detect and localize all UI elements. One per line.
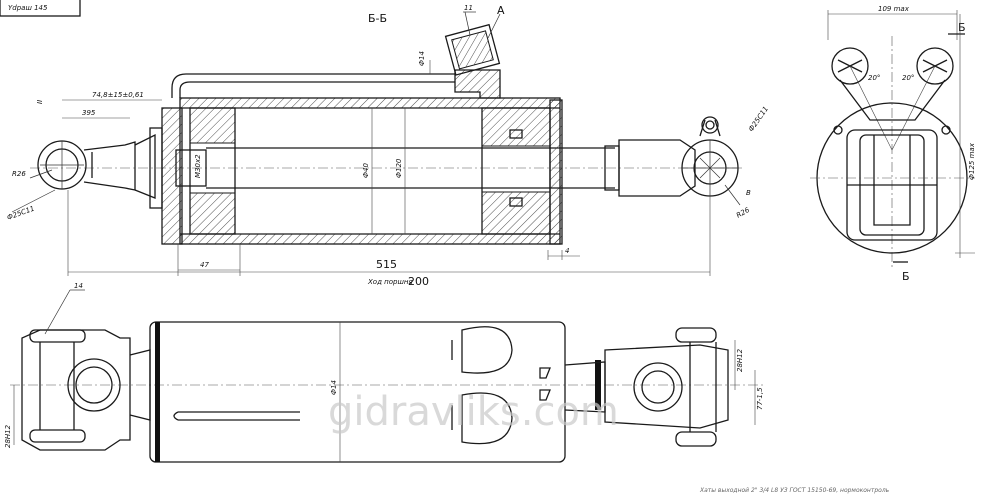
- svg-text:М30х2: М30х2: [194, 154, 202, 178]
- svg-text:77-1,5: 77-1,5: [756, 387, 764, 410]
- right-clevis: 28Н12 77-1,5: [604, 327, 764, 447]
- svg-text:14: 14: [74, 282, 83, 290]
- gland: [481, 99, 563, 245]
- port-fitting: 11 A: [444, 4, 505, 99]
- svg-text:395: 395: [82, 109, 96, 117]
- svg-text:II: II: [36, 100, 44, 104]
- stroke-value: 200: [408, 275, 429, 288]
- total-length: 515: [376, 258, 397, 271]
- section-mark-top: Б: [958, 21, 966, 34]
- svg-text:Ф120: Ф120: [395, 158, 403, 178]
- left-eye: [37, 133, 156, 199]
- svg-text:R26: R26: [12, 170, 26, 178]
- svg-text:Ф14: Ф14: [330, 380, 338, 395]
- oil-pipe: Ф14: [171, 51, 455, 98]
- rod-end: [604, 116, 739, 197]
- svg-text:28Н12: 28Н12: [4, 424, 12, 448]
- section-view: Б-Б: [6, 4, 770, 288]
- svg-text:74,8±15±0,61: 74,8±15±0,61: [92, 91, 144, 99]
- svg-text:20°: 20°: [902, 74, 914, 82]
- callout-A: A: [497, 4, 505, 17]
- svg-text:Ход поршня: Ход поршня: [367, 278, 413, 286]
- corner-stamp: Ydраш 145: [0, 0, 81, 17]
- section-mark-bottom: Б: [902, 270, 910, 283]
- svg-text:28Н12: 28Н12: [736, 348, 744, 372]
- svg-text:Ф14: Ф14: [418, 51, 426, 66]
- svg-text:Ф40: Ф40: [362, 163, 370, 178]
- plan-view: 14 28Н12 Ф14 28Н12: [4, 282, 765, 463]
- left-clevis: 14 28Н12: [4, 282, 151, 451]
- section-dimensions: 74,8±15±0,61 395 II R26 Ф25С11 Ф25С11 R2…: [6, 91, 770, 288]
- callout-11: 11: [464, 4, 473, 12]
- left-end-cap: [149, 107, 183, 245]
- svg-text:B: B: [746, 189, 751, 197]
- piston-rod: Ф40 Ф120: [206, 108, 615, 234]
- svg-text:4: 4: [565, 247, 569, 255]
- plan-barrel: Ф14: [149, 321, 606, 463]
- svg-text:109 max: 109 max: [878, 5, 910, 13]
- svg-text:47: 47: [200, 261, 209, 269]
- stamp-text: Ydраш 145: [8, 4, 48, 12]
- svg-text:Ф25С11: Ф25С11: [747, 105, 770, 133]
- side-view: 109 max Б 20° 20° Ф125 max Б: [810, 5, 976, 283]
- svg-text:20°: 20°: [868, 74, 880, 82]
- section-title: Б-Б: [368, 12, 387, 25]
- piston: М30х2: [175, 107, 236, 235]
- svg-text:Ф125 max: Ф125 max: [968, 142, 976, 180]
- svg-text:R26: R26: [735, 206, 751, 220]
- footer-note: Хаты выходной 2" 3/4 L8 УЗ ГОСТ 15150-69…: [699, 487, 890, 494]
- watermark: gidravliks.com: [328, 389, 619, 435]
